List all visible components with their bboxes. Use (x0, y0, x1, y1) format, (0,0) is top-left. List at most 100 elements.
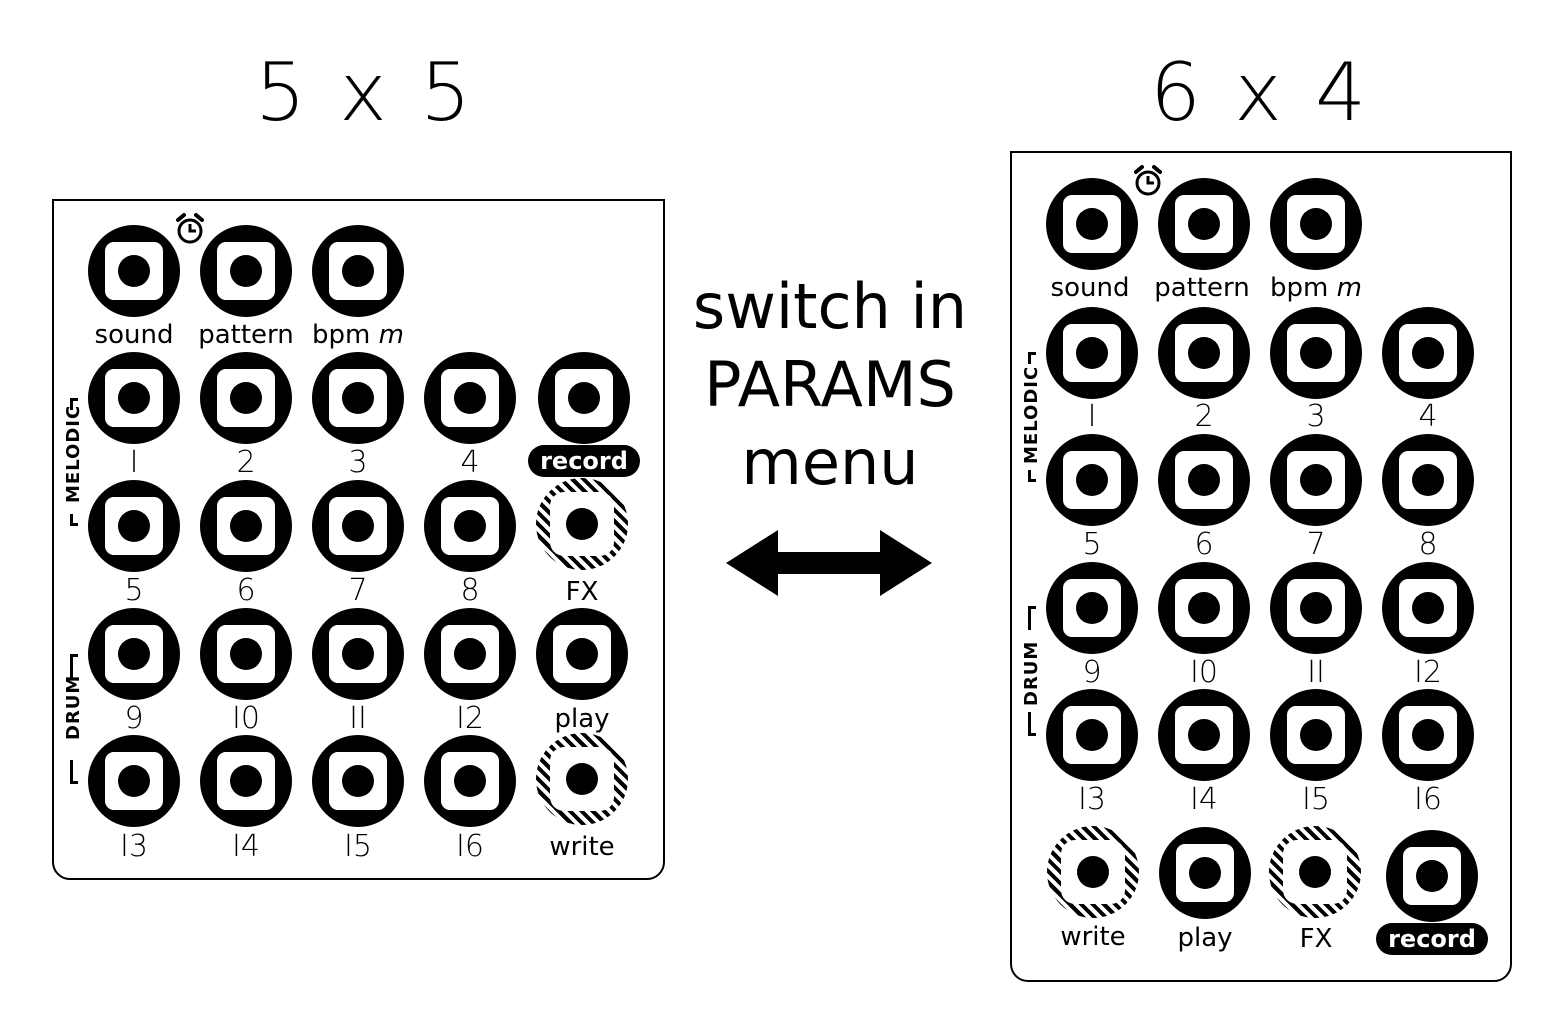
pad-9[interactable] (1046, 562, 1138, 654)
pad-3[interactable] (312, 352, 404, 444)
pad-8-label: 8 (460, 573, 480, 608)
double-arrow-icon (726, 530, 932, 596)
left-layout-title: 5 x 5 (255, 46, 475, 139)
bpm-label: bpm m (288, 320, 428, 350)
pad-3-label: 3 (1306, 399, 1326, 434)
record-label: record (1376, 923, 1488, 955)
fx-button[interactable] (536, 478, 628, 570)
pad-13[interactable] (88, 735, 180, 827)
melodic-bracket-bottom (70, 514, 78, 526)
pad-1[interactable] (88, 352, 180, 444)
pad-13-label: I3 (120, 829, 148, 864)
pad-12-label: I2 (1414, 655, 1442, 690)
bpm-suffix: m (378, 320, 404, 350)
pad-4[interactable] (1382, 307, 1474, 399)
pad-12-label: I2 (456, 701, 484, 736)
pad-15[interactable] (1270, 689, 1362, 781)
pad-9[interactable] (88, 608, 180, 700)
record-label: record (528, 445, 640, 477)
pattern-button[interactable] (200, 225, 292, 317)
write-button[interactable] (1047, 826, 1139, 918)
pad-10[interactable] (200, 608, 292, 700)
record-button[interactable] (1386, 830, 1478, 922)
pad-16[interactable] (424, 735, 516, 827)
sound-button[interactable] (1046, 178, 1138, 270)
fx-button[interactable] (1269, 826, 1361, 918)
pad-12[interactable] (424, 608, 516, 700)
bpm-button[interactable] (1270, 178, 1362, 270)
pad-13[interactable] (1046, 689, 1138, 781)
pad-4-label: 4 (1418, 399, 1438, 434)
pad-2-label: 2 (1194, 399, 1214, 434)
pattern-button[interactable] (1158, 178, 1250, 270)
pad-8-label: 8 (1418, 527, 1438, 562)
pad-7-label: 7 (348, 573, 368, 608)
pad-2[interactable] (1158, 307, 1250, 399)
pad-7[interactable] (1270, 434, 1362, 526)
pad-15[interactable] (312, 735, 404, 827)
pad-16-label: I6 (1414, 782, 1442, 817)
play-label: play (554, 704, 610, 734)
pad-5[interactable] (88, 480, 180, 572)
melodic-label: MELODIC (1021, 365, 1042, 464)
play-label: play (1177, 923, 1233, 953)
melodic-label: MELODIC (63, 404, 84, 503)
pad-16-label: I6 (456, 829, 484, 864)
melodic-bracket-top (1028, 352, 1036, 364)
pad-8[interactable] (1382, 434, 1474, 526)
pad-11[interactable] (1270, 562, 1362, 654)
pad-11-label: II (1307, 655, 1325, 690)
record-button[interactable] (538, 352, 630, 444)
sound-button[interactable] (88, 225, 180, 317)
fx-label: FX (1299, 924, 1333, 954)
pad-15-label: I5 (1302, 782, 1330, 817)
play-button[interactable] (1159, 827, 1251, 919)
pad-1-label: I (1087, 399, 1097, 434)
bpm-suffix: m (1336, 273, 1362, 303)
pad-7-label: 7 (1306, 527, 1326, 562)
pad-12[interactable] (1382, 562, 1474, 654)
pad-6[interactable] (1158, 434, 1250, 526)
pad-5-label: 5 (1082, 527, 1102, 562)
bpm-button[interactable] (312, 225, 404, 317)
melodic-bracket-bottom (1028, 470, 1036, 482)
instruction-line-1: switch in (692, 270, 968, 343)
sound-label: sound (1050, 273, 1130, 303)
pad-3[interactable] (1270, 307, 1362, 399)
pad-1-label: I (129, 445, 139, 480)
pad-4[interactable] (424, 352, 516, 444)
pad-6-label: 6 (236, 573, 256, 608)
pad-3-label: 3 (348, 445, 368, 480)
pad-5[interactable] (1046, 434, 1138, 526)
pad-7[interactable] (312, 480, 404, 572)
pad-16[interactable] (1382, 689, 1474, 781)
pad-6[interactable] (200, 480, 292, 572)
pad-8[interactable] (424, 480, 516, 572)
write-button[interactable] (536, 733, 628, 825)
pad-14[interactable] (200, 735, 292, 827)
bpm-text: bpm (312, 320, 371, 350)
alarm-clock-icon (176, 213, 204, 244)
pad-5-label: 5 (124, 573, 144, 608)
pad-11-label: II (349, 701, 367, 736)
pad-10-label: I0 (232, 701, 260, 736)
pad-15-label: I5 (344, 829, 372, 864)
pad-11[interactable] (312, 608, 404, 700)
pad-10[interactable] (1158, 562, 1250, 654)
play-button[interactable] (536, 608, 628, 700)
pattern-label: pattern (198, 320, 294, 350)
bpm-label: bpm m (1246, 273, 1386, 303)
write-label: write (1060, 922, 1126, 952)
drum-label: DRUM (63, 674, 84, 740)
drum-bracket-bottom (1028, 712, 1036, 736)
melodic-bracket-top (70, 398, 78, 410)
drum-label: DRUM (1021, 640, 1042, 706)
pad-1[interactable] (1046, 307, 1138, 399)
pad-13-label: I3 (1078, 782, 1106, 817)
pad-14[interactable] (1158, 689, 1250, 781)
alarm-clock-icon (1134, 165, 1162, 196)
pad-2[interactable] (200, 352, 292, 444)
instruction-line-3: menu (741, 426, 919, 499)
pad-6-label: 6 (1194, 527, 1214, 562)
drum-bracket-top (1028, 606, 1036, 630)
